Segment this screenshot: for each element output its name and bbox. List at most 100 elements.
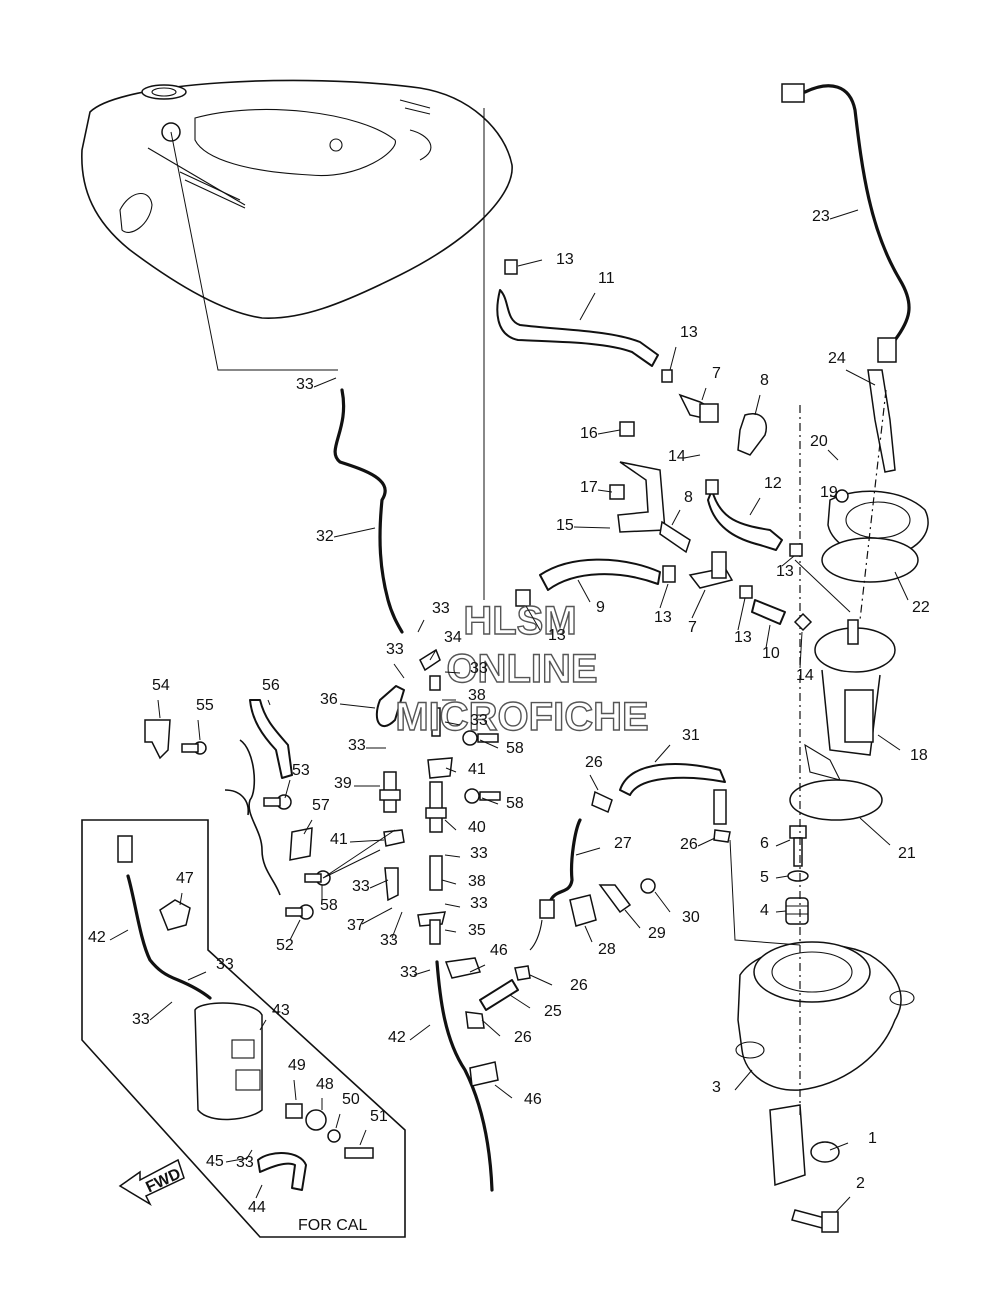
callout-53: 53 (292, 762, 310, 779)
hoses-27-31 (444, 763, 731, 1087)
leader-line-33 (444, 721, 461, 726)
leader-line-26 (697, 837, 716, 847)
callout-31: 31 (682, 727, 700, 744)
callout-33: 33 (470, 895, 488, 912)
leader-line-33 (444, 854, 461, 858)
leader-line-8 (754, 394, 761, 416)
callout-41: 41 (330, 831, 348, 848)
callout-50: 50 (342, 1091, 360, 1108)
callout-54: 54 (152, 677, 170, 694)
callout-42: 42 (388, 1029, 406, 1046)
callout-37: 37 (347, 917, 365, 934)
callout-56: 56 (262, 677, 280, 694)
callout-7: 7 (712, 365, 721, 382)
callout-33: 33 (386, 641, 404, 658)
watermark-line-2: ONLINE (446, 647, 597, 691)
callout-58: 58 (320, 897, 338, 914)
callout-26: 26 (514, 1029, 532, 1046)
leader-line-26 (529, 974, 553, 986)
leader-line-38 (441, 879, 457, 885)
grommet-4 (785, 897, 809, 925)
hose-11 (496, 259, 659, 367)
center-joint-stack (375, 648, 501, 945)
leader-line-15 (573, 526, 611, 529)
callout-11: 11 (598, 270, 615, 287)
callout-7: 7 (688, 619, 697, 636)
leader-line-28 (584, 925, 593, 943)
callout-13: 13 (776, 563, 794, 580)
leader-line-8 (671, 509, 681, 526)
callout-8: 8 (684, 489, 693, 506)
leader-line-10 (765, 624, 771, 649)
leader-line-43 (259, 1019, 267, 1031)
center-reference-lines (729, 389, 887, 1115)
callout-8: 8 (760, 372, 769, 389)
callout-24: 24 (828, 350, 846, 367)
callout-14: 14 (668, 448, 686, 465)
callout-14: 14 (796, 667, 814, 684)
callout-10: 10 (762, 645, 780, 662)
leader-line-47 (179, 892, 183, 906)
leader-line-27 (575, 847, 601, 856)
leader-line-40 (444, 819, 457, 831)
callout-33: 33 (132, 1011, 150, 1028)
callout-32: 32 (316, 528, 334, 545)
leader-line-19 (829, 495, 837, 498)
callout-numbers: 1234567788910111213131313131314141516171… (88, 208, 930, 1216)
callout-33: 33 (470, 845, 488, 862)
leader-line-23 (829, 209, 859, 220)
leader-line-20 (827, 449, 839, 461)
leader-line-13 (669, 346, 677, 371)
hose-32 (333, 388, 404, 634)
callout-2: 2 (856, 1175, 865, 1192)
callout-33: 33 (348, 737, 366, 754)
leader-line-37 (361, 907, 393, 925)
leader-line-45 (225, 1157, 249, 1163)
callout-42: 42 (88, 929, 106, 946)
leader-line-33 (149, 1001, 173, 1021)
leader-line-33 (444, 903, 461, 908)
leader-line-51 (359, 1129, 367, 1146)
leader-line-13 (659, 583, 669, 609)
callout-22: 22 (912, 599, 930, 616)
callout-21: 21 (898, 845, 916, 862)
fwd-arrow (118, 1158, 185, 1206)
callout-26: 26 (585, 754, 603, 771)
leader-line-14 (683, 454, 701, 459)
leader-line-57 (303, 819, 313, 835)
callout-33: 33 (432, 600, 450, 617)
callout-17: 17 (580, 479, 598, 496)
leader-line-13 (781, 555, 795, 567)
callout-52: 52 (276, 937, 294, 954)
callout-39: 39 (334, 775, 352, 792)
watermark-line-1: HLSM (463, 599, 576, 643)
callout-16: 16 (580, 425, 598, 442)
callout-leaders (109, 209, 909, 1213)
callout-26: 26 (570, 977, 588, 994)
callout-1: 1 (868, 1130, 877, 1147)
callout-13: 13 (556, 251, 574, 268)
leader-line-42 (109, 929, 129, 941)
leader-line-56 (267, 699, 271, 706)
leader-line-17 (597, 489, 613, 493)
callout-48: 48 (316, 1076, 334, 1093)
callout-44: 44 (248, 1199, 266, 1216)
leader-line-9 (577, 579, 591, 603)
callout-26: 26 (680, 836, 698, 853)
leader-line-13 (517, 259, 543, 267)
callout-58: 58 (506, 795, 524, 812)
callout-58: 58 (506, 740, 524, 757)
leader-line-55 (197, 719, 201, 741)
callout-13: 13 (680, 324, 698, 341)
leader-line-34 (429, 649, 437, 661)
callout-30: 30 (682, 909, 700, 926)
leader-line-35 (444, 929, 457, 933)
callout-13: 13 (548, 627, 566, 644)
leader-line-22 (894, 571, 909, 601)
bracket-1 (769, 1104, 840, 1187)
leader-line-3 (734, 1069, 753, 1091)
tank-reference-lines (170, 108, 485, 600)
leader-line-33 (391, 911, 403, 939)
callout-51: 51 (370, 1108, 388, 1125)
callout-43: 43 (272, 1002, 290, 1019)
